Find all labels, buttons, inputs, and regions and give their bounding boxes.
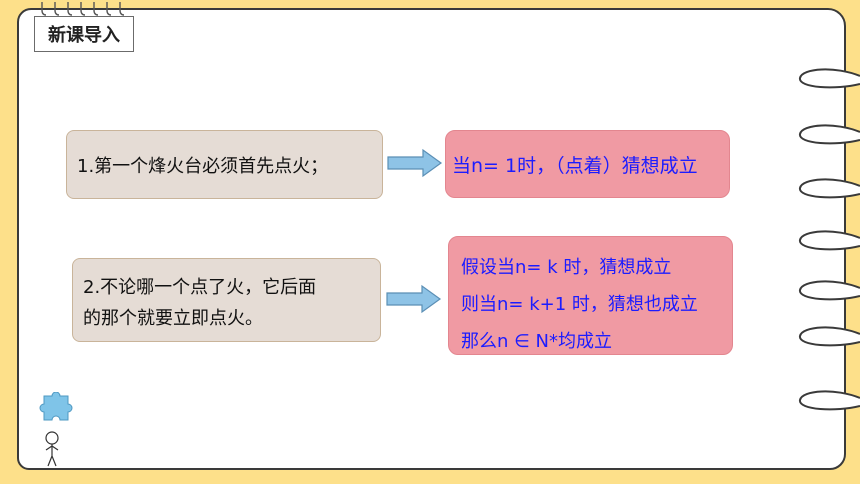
premise-text-1: 1.第一个烽火台必须首先点火； xyxy=(77,155,329,177)
conclusion-text-2b: 则当n= k+1 时，猜想也成立 xyxy=(461,294,698,315)
conclusion-text-2a: 假设当n= k 时，猜想成立 xyxy=(461,257,672,278)
spiral-rings-icon xyxy=(41,2,125,16)
premise-card-1: 1.第一个烽火台必须首先点火； xyxy=(66,130,383,199)
premise-card-2: 2.不论哪一个点了火，它后面 的那个就要立即点火。 xyxy=(72,258,381,342)
section-tag: 新课导入 xyxy=(34,16,134,52)
puzzle-person-icon xyxy=(39,392,73,467)
arrow-right-icon xyxy=(386,284,442,314)
conclusion-text-2c: 那么n ∈ N*均成立 xyxy=(461,331,612,352)
premise-text-2b: 的那个就要立即点火。 xyxy=(83,308,263,329)
binder-hook-icon xyxy=(799,68,860,411)
conclusion-card-2: 假设当n= k 时，猜想成立 则当n= k+1 时，猜想也成立 那么n ∈ N*… xyxy=(448,236,733,355)
premise-text-2a: 2.不论哪一个点了火，它后面 xyxy=(83,277,317,298)
arrow-right-icon xyxy=(387,148,443,178)
conclusion-text-1: 当n= 1时，（点着）猜想成立 xyxy=(452,154,698,177)
conclusion-card-1: 当n= 1时，（点着）猜想成立 xyxy=(445,130,730,198)
